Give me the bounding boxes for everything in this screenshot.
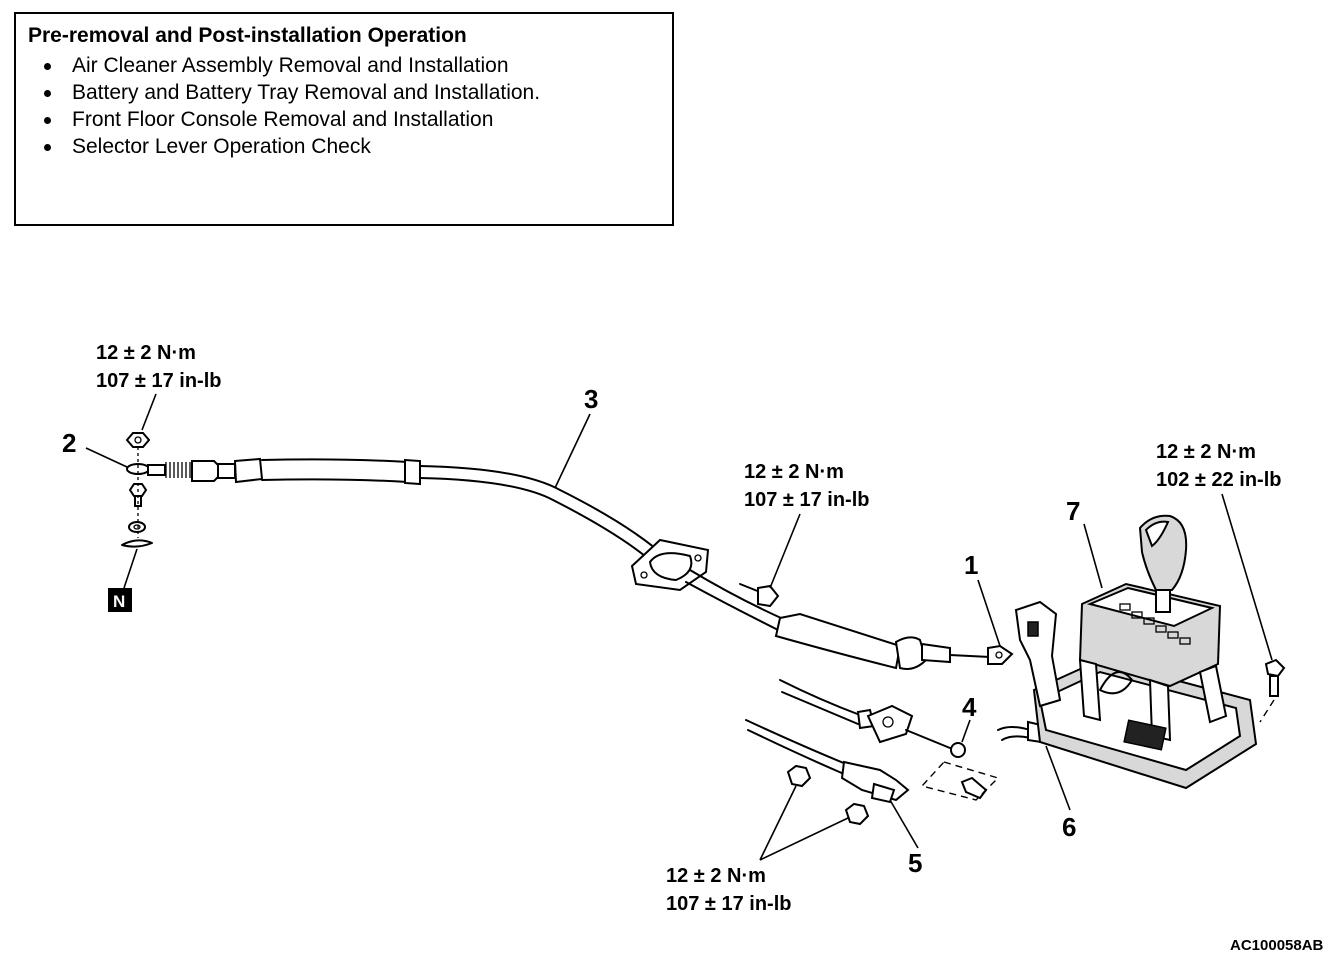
- callout-4: 4: [962, 692, 977, 722]
- selector-lever-assembly: [1014, 514, 1286, 790]
- torque-inlb: 107 ± 17 in-lb: [744, 489, 869, 511]
- callout-1: 1: [964, 550, 978, 580]
- torque-label-right: 12 ± 2 N·m 102 ± 22 in-lb: [1156, 441, 1281, 491]
- torque-nm: 12 ± 2 N·m: [666, 865, 766, 887]
- torque-label-top-left: 12 ± 2 N·m 107 ± 17 in-lb: [96, 342, 221, 392]
- note-item-battery: Battery and Battery Tray Removal and Ins…: [28, 79, 660, 106]
- callout-6: 6: [1062, 812, 1076, 842]
- torque-label-mid: 12 ± 2 N·m 107 ± 17 in-lb: [744, 461, 869, 511]
- callout-2: 2: [62, 428, 76, 458]
- transmission-end-parts: [121, 432, 153, 548]
- callout-5: 5: [908, 848, 922, 878]
- note-item-air-cleaner: Air Cleaner Assembly Removal and Install…: [28, 52, 660, 79]
- torque-label-bottom: 12 ± 2 N·m 107 ± 17 in-lb: [666, 865, 791, 915]
- washer-icon: [128, 521, 146, 533]
- cable-bracket-icon: [630, 538, 710, 592]
- torque-nm: 12 ± 2 N·m: [744, 461, 844, 483]
- lower-cables-assembly: [745, 679, 1000, 826]
- torque-inlb: 107 ± 17 in-lb: [96, 370, 221, 392]
- clip-screw-icon: [960, 776, 988, 800]
- nut-icon: [786, 764, 812, 788]
- note-item-selector-check: Selector Lever Operation Check: [28, 133, 660, 160]
- torque-inlb: 107 ± 17 in-lb: [666, 893, 791, 915]
- flange-nut-icon: [125, 432, 151, 448]
- torque-nm: 12 ± 2 N·m: [96, 342, 196, 364]
- spring-clip-icon: [121, 539, 153, 548]
- note-list: Air Cleaner Assembly Removal and Install…: [28, 52, 660, 160]
- callout-3: 3: [584, 384, 598, 414]
- torque-inlb: 102 ± 22 in-lb: [1156, 469, 1281, 491]
- callout-7: 7: [1066, 496, 1080, 526]
- cable-end-pin-icon: [950, 742, 966, 758]
- transmission-control-cable: [147, 457, 1014, 670]
- nut-icon: [844, 802, 870, 826]
- note-title: Pre-removal and Post-installation Operat…: [28, 24, 467, 47]
- figure-code: AC100058AB: [1230, 937, 1324, 954]
- lever-mount-bolt-icon: [1259, 658, 1286, 723]
- torque-nm: 12 ± 2 N·m: [1156, 441, 1256, 463]
- bracket-bolt-icon: [739, 583, 780, 608]
- note-item-floor-console: Front Floor Console Removal and Installa…: [28, 106, 660, 133]
- pre-post-operation-box: Pre-removal and Post-installation Operat…: [14, 12, 674, 226]
- cable-end-eye-icon: [987, 644, 1014, 665]
- n-tag-label: N: [113, 592, 125, 611]
- leader-lines: [85, 393, 1273, 861]
- n-tag: N: [108, 588, 132, 612]
